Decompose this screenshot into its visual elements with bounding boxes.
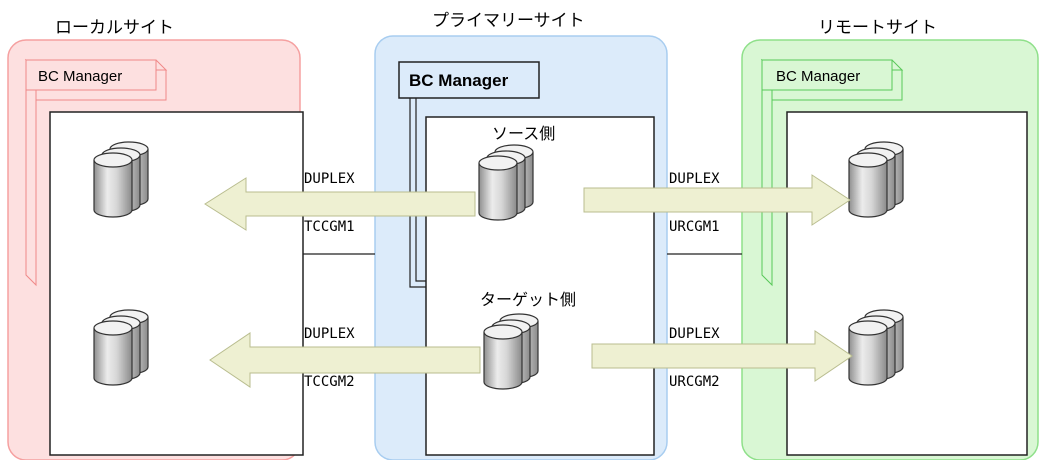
remote-volume-2 — [849, 310, 903, 385]
tccgm1-status: DUPLEX — [304, 171, 355, 187]
local-site: ローカルサイト BC Manager — [7, 18, 304, 460]
urcgm1-status: DUPLEX — [669, 171, 720, 187]
primary-bc-manager: BC Manager — [398, 61, 540, 288]
local-site-title: ローカルサイト — [55, 18, 174, 38]
target-volume — [484, 314, 538, 389]
arrow-tccgm2 — [209, 332, 481, 388]
tccgm2-group: TCCGM2 — [304, 374, 355, 390]
remote-bc-manager-label: BC Manager — [776, 68, 860, 85]
primary-site: プライマリーサイト BC Manager ソース側 ターゲット側 — [374, 11, 668, 460]
remote-bc-manager: BC Manager — [760, 58, 904, 287]
arrow-urcgm2 — [591, 330, 853, 382]
urcgm1-group: URCGM1 — [669, 219, 720, 235]
primary-storage-box — [425, 116, 655, 456]
urcgm2-status: DUPLEX — [669, 326, 720, 342]
arrow-urcgm1 — [583, 174, 851, 226]
remote-site: リモートサイト BC Manager — [741, 18, 1039, 460]
local-storage-box — [49, 111, 304, 456]
primary-bc-manager-label: BC Manager — [409, 71, 509, 90]
urcgm2-group: URCGM2 — [669, 374, 720, 390]
remote-storage-box — [786, 111, 1028, 456]
local-volume-2 — [94, 310, 148, 385]
local-volume-1 — [94, 142, 148, 217]
primary-site-title: プライマリーサイト — [432, 11, 585, 31]
remote-site-title: リモートサイト — [818, 18, 937, 38]
local-bc-manager-label: BC Manager — [38, 68, 122, 85]
local-bc-manager: BC Manager — [24, 58, 168, 287]
remote-volume-1 — [849, 142, 903, 217]
arrow-tccgm1 — [204, 177, 476, 231]
source-volume-label: ソース側 — [492, 124, 555, 143]
tccgm2-status: DUPLEX — [304, 326, 355, 342]
source-volume — [479, 145, 533, 220]
target-volume-label: ターゲット側 — [480, 290, 576, 309]
tccgm1-group: TCCGM1 — [304, 219, 355, 235]
